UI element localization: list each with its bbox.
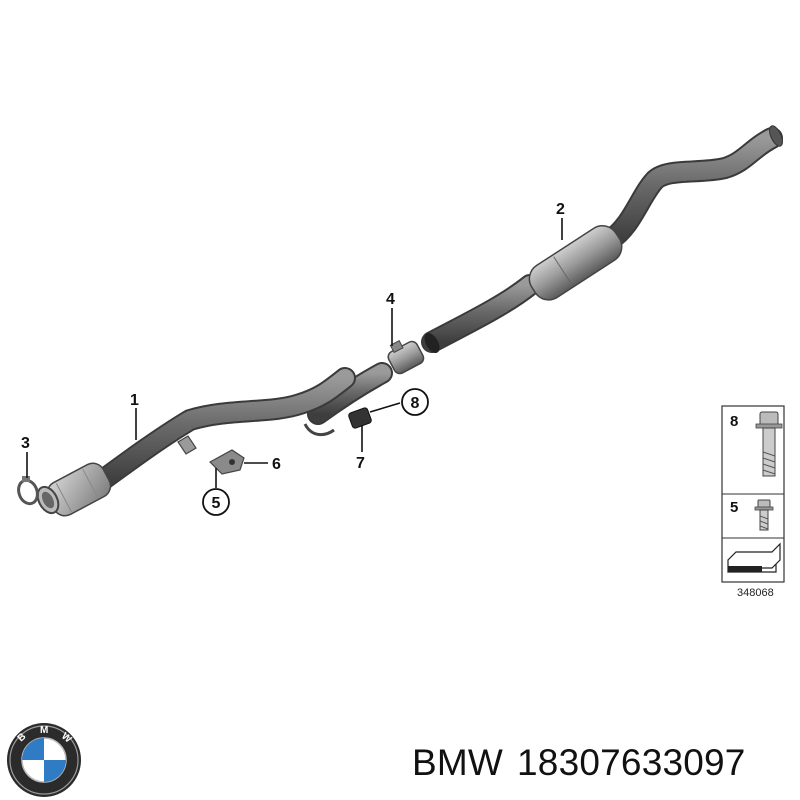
rear-muffler: [528, 225, 623, 301]
hanger-bracket-front: [177, 435, 197, 455]
direction-arrow-icon: [727, 542, 781, 573]
brand-name: BMW: [412, 742, 504, 783]
callout-8: 8: [411, 395, 420, 412]
catalytic-converter: [46, 462, 112, 517]
part-caption: BMW 18307633097: [412, 742, 746, 784]
fastener-legend: 8 5 348068: [721, 405, 785, 599]
callout-1: 1: [130, 392, 139, 409]
legend-item-8: 8: [730, 413, 738, 430]
short-bolt-icon: [754, 499, 774, 531]
front-exhaust-section: [36, 367, 356, 517]
callout-2: 2: [556, 201, 565, 218]
callout-4: 4: [386, 291, 395, 308]
legend-item-5: 5: [730, 499, 738, 516]
callout-8-circle: [401, 388, 429, 416]
callout-5: 5: [212, 495, 221, 512]
middle-pipe-section: [307, 362, 393, 425]
long-bolt-icon: [755, 411, 783, 477]
rubber-mount-part-7: [348, 407, 372, 429]
callout-7: 7: [356, 455, 365, 472]
part-number: 18307633097: [517, 742, 746, 783]
clamp-part-4: [387, 340, 425, 375]
rear-exhaust-section: [421, 125, 783, 353]
callout-3: 3: [21, 435, 30, 452]
bmw-logo-icon: B M W: [7, 723, 81, 797]
hanger-bracket-rear: [303, 423, 335, 436]
reference-code: 348068: [737, 587, 774, 599]
svg-text:M: M: [40, 725, 48, 736]
clamp-ring-part-3: [17, 476, 39, 506]
callout-6: 6: [272, 456, 281, 473]
leader-line-8: [369, 402, 401, 413]
callout-5-circle: [202, 488, 230, 516]
hanger-part-6: [209, 449, 245, 475]
